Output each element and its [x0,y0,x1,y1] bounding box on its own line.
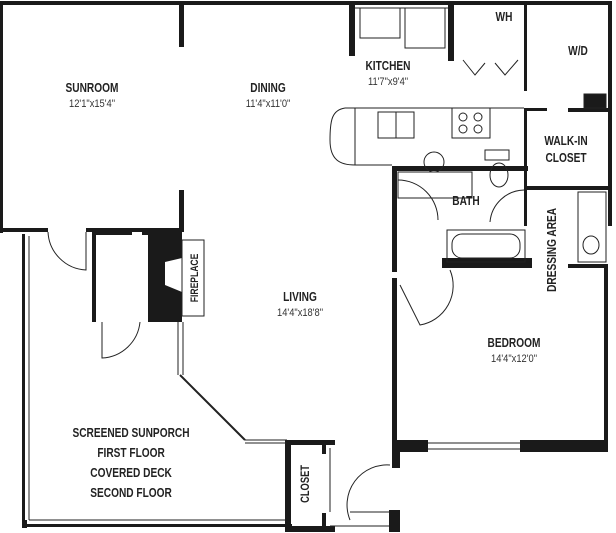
walk-in-closet-label-2: CLOSET [545,151,586,165]
sunroom-size: 12'1"x15'4" [69,98,115,110]
kitchen-size: 11'7"x9'4" [368,76,408,88]
bedroom-size: 14'4"x12'0" [491,353,537,365]
wd-label: W/D [568,44,588,58]
sunporch-label-4: SECOND FLOOR [90,486,172,500]
bedroom-label: BEDROOM [488,336,541,350]
kitchen-label: KITCHEN [365,59,410,73]
sunporch-label-3: COVERED DECK [90,466,172,480]
closet-label: CLOSET [299,465,312,503]
room-labels: SUNROOM 12'1"x15'4" DINING 11'4"x11'0" K… [66,10,588,503]
dining-size: 11'4"x11'0" [246,98,291,110]
windows-and-thin-lines [28,7,607,527]
living-label: LIVING [283,290,317,304]
fireplace-label: FIREPLACE [189,253,201,302]
dining-label: DINING [250,81,285,95]
walk-in-closet-label-1: WALK-IN [544,134,587,148]
sunporch-label-1: SCREENED SUNPORCH [72,426,189,440]
sunroom-label: SUNROOM [66,81,119,95]
dressing-area-label: DRESSING AREA [545,207,559,292]
living-size: 14'4"x18'8" [277,307,323,319]
bath-label: BATH [452,194,479,208]
wh-label: WH [496,10,513,24]
sunporch-label-2: FIRST FLOOR [97,446,165,460]
